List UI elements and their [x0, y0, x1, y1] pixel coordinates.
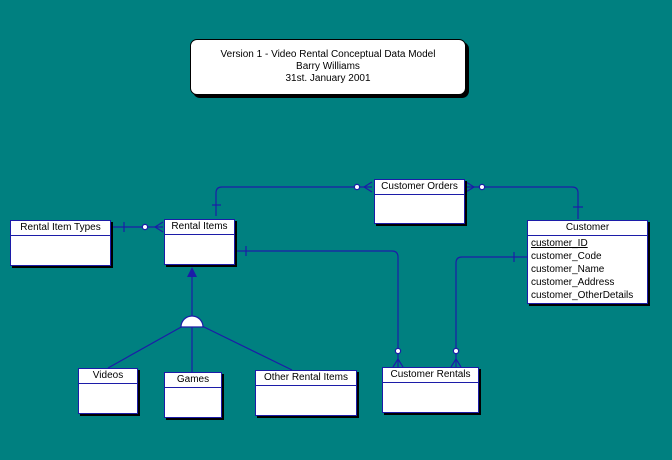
rel-customer-customerrentals: [455, 256, 527, 367]
title-line-2: Barry Williams: [296, 61, 360, 72]
entity-name: Other Rental Items: [256, 371, 356, 386]
entity-rental-item-types[interactable]: Rental Item Types: [10, 220, 111, 266]
entity-name: Games: [165, 373, 221, 388]
title-line-1: Version 1 - Video Rental Conceptual Data…: [220, 49, 436, 60]
entity-games[interactable]: Games: [164, 372, 222, 418]
entity-name: Rental Item Types: [11, 221, 110, 236]
entity-name: Customer Orders: [375, 180, 464, 195]
rel-rentalitems-customerorders: [215, 186, 372, 216]
entity-customer[interactable]: Customer customer_ID customer_Code custo…: [527, 220, 648, 304]
attribute: customer_Code: [531, 251, 602, 262]
attribute-list: customer_ID customer_Code customer_Name …: [528, 236, 647, 303]
attribute-primary-key: customer_ID: [531, 238, 588, 249]
attribute: customer_Address: [531, 277, 615, 288]
entity-other-rental-items[interactable]: Other Rental Items: [255, 370, 357, 416]
entity-name: Customer Rentals: [383, 368, 478, 383]
rel-rentalitems-customerrentals: [235, 250, 399, 367]
subtype-discriminator: [180, 315, 204, 328]
entity-rental-items[interactable]: Rental Items: [164, 219, 235, 265]
entity-videos[interactable]: Videos: [78, 368, 138, 414]
title-line-3: 31st. January 2001: [285, 73, 371, 84]
attribute: customer_Name: [531, 264, 605, 275]
entity-name: Rental Items: [165, 220, 234, 235]
entity-customer-rentals[interactable]: Customer Rentals: [382, 367, 479, 413]
subtype-arrow: [187, 267, 197, 277]
diagram-title-note: Version 1 - Video Rental Conceptual Data…: [190, 39, 466, 95]
attribute: customer_OtherDetails: [531, 290, 634, 301]
entity-customer-orders[interactable]: Customer Orders: [374, 179, 465, 224]
entity-name: Videos: [79, 369, 137, 384]
rel-customerorders-customer: [466, 186, 579, 219]
entity-name: Customer: [528, 221, 647, 236]
